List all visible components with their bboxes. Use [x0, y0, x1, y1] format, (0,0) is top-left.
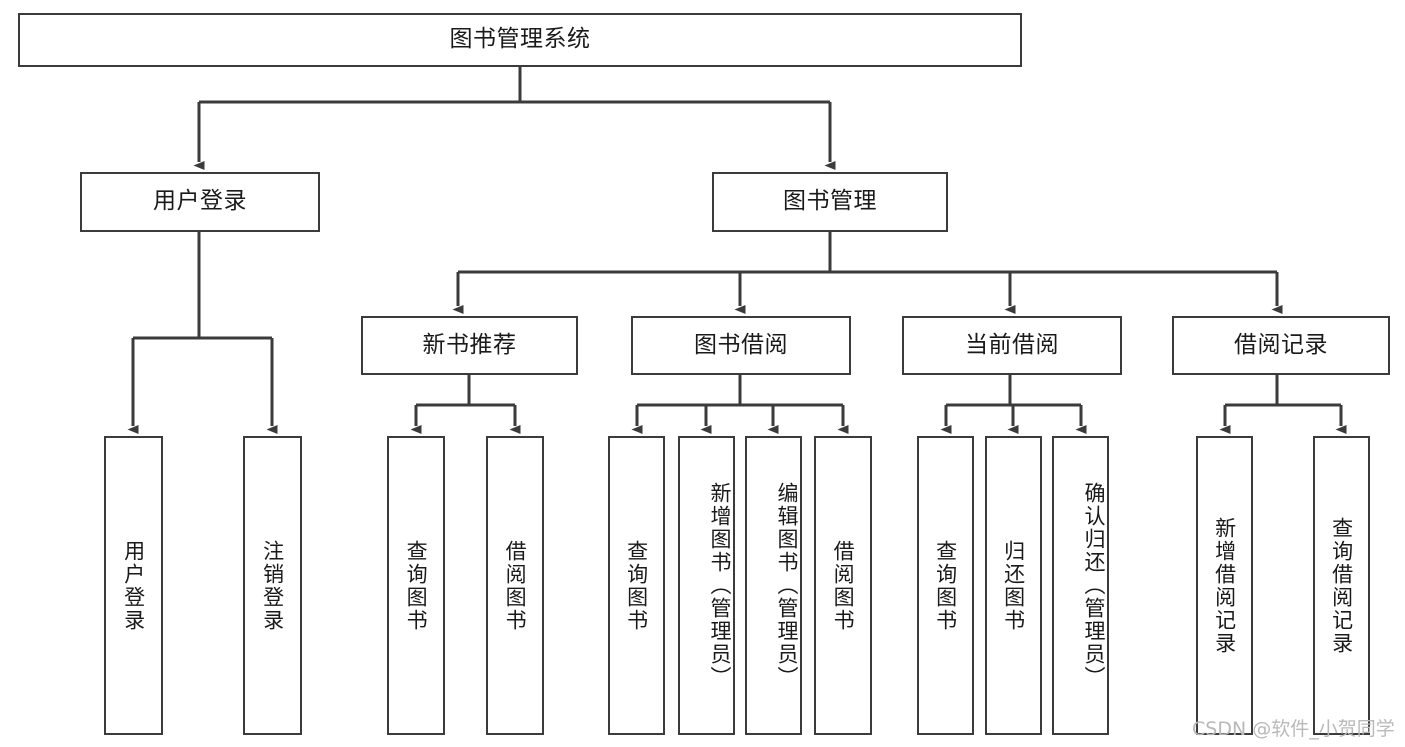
leaf-return-book[interactable]: 归还图书 — [985, 436, 1042, 735]
node-user-login[interactable]: 用户登录 — [80, 172, 320, 232]
node-book-borrow-label: 图书借阅 — [694, 331, 788, 358]
node-user-login-label: 用户登录 — [153, 188, 247, 215]
leaf-add-record-label: 新增借阅记录 — [1212, 516, 1237, 655]
node-new-book-recommend[interactable]: 新书推荐 — [361, 316, 578, 375]
node-current-borrow[interactable]: 当前借阅 — [902, 316, 1122, 375]
leaf-borrow-book-2-label: 借阅图书 — [831, 539, 856, 632]
node-root[interactable]: 图书管理系统 — [18, 13, 1022, 67]
leaf-return-book-label: 归还图书 — [1001, 539, 1026, 632]
node-new-book-recommend-label: 新书推荐 — [422, 331, 517, 358]
node-book-management[interactable]: 图书管理 — [712, 172, 948, 232]
leaf-query-record-label: 查询借阅记录 — [1329, 516, 1354, 655]
node-root-label: 图书管理系统 — [449, 26, 591, 53]
node-book-borrow[interactable]: 图书借阅 — [631, 316, 851, 375]
leaf-query-record[interactable]: 查询借阅记录 — [1313, 436, 1370, 735]
node-book-management-label: 图书管理 — [783, 188, 877, 215]
leaf-confirm-return[interactable]: 确认归还（管理员） — [1052, 436, 1109, 735]
leaf-query-book-3[interactable]: 查询图书 — [917, 436, 974, 735]
leaf-add-book-label: 新增图书（管理员） — [708, 482, 732, 689]
leaf-query-book-2[interactable]: 查询图书 — [608, 436, 665, 735]
node-borrow-record[interactable]: 借阅记录 — [1172, 316, 1390, 375]
node-borrow-record-label: 借阅记录 — [1234, 331, 1328, 358]
leaf-borrow-book-1-label: 借阅图书 — [503, 539, 528, 632]
leaf-user-login-label: 用户登录 — [121, 539, 146, 632]
leaf-edit-book[interactable]: 编辑图书（管理员） — [745, 436, 802, 735]
leaf-borrow-book-1[interactable]: 借阅图书 — [486, 436, 544, 735]
csdn-watermark: CSDN @软件_小贺同学 — [1192, 718, 1395, 740]
leaf-logout[interactable]: 注销登录 — [243, 436, 302, 735]
leaf-add-record[interactable]: 新增借阅记录 — [1196, 436, 1253, 735]
leaf-query-book-3-label: 查询图书 — [933, 539, 958, 632]
leaf-query-book-2-label: 查询图书 — [624, 539, 649, 632]
node-current-borrow-label: 当前借阅 — [965, 331, 1059, 358]
leaf-user-login[interactable]: 用户登录 — [104, 436, 163, 735]
leaf-confirm-return-label: 确认归还（管理员） — [1082, 482, 1106, 689]
leaf-borrow-book-2[interactable]: 借阅图书 — [814, 436, 872, 735]
leaf-add-book[interactable]: 新增图书（管理员） — [678, 436, 735, 735]
leaf-edit-book-label: 编辑图书（管理员） — [775, 482, 799, 689]
leaf-logout-label: 注销登录 — [260, 539, 285, 632]
leaf-query-book-1[interactable]: 查询图书 — [387, 436, 445, 735]
leaf-query-book-1-label: 查询图书 — [404, 539, 429, 632]
